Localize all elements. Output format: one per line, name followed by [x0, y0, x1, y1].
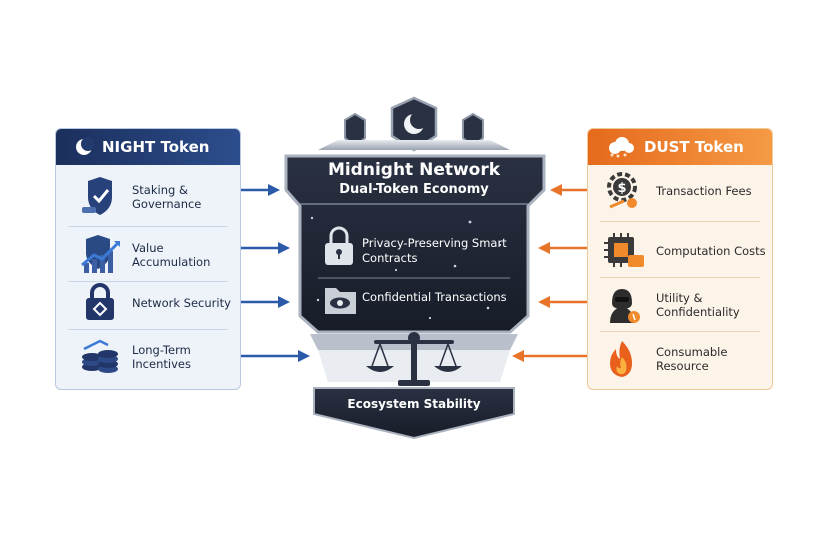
night-item-label: Long-Term Incentives [132, 343, 191, 371]
feature-privacy-label: Privacy-Preserving Smart Contracts [362, 236, 512, 266]
dust-item-label: Consumable Resource [656, 345, 728, 373]
divider [600, 221, 760, 222]
dollar-gear-icon: $ [607, 172, 637, 209]
dust-item-label: Transaction Fees [656, 184, 752, 198]
divider [68, 226, 228, 227]
feature-privacy-text: Privacy-Preserving Smart Contracts [362, 236, 507, 265]
folder-eye-icon [325, 288, 356, 314]
divider [600, 277, 760, 278]
dust-cloud-icon [609, 137, 634, 158]
dust-item-computation: Computation Costs [588, 223, 772, 279]
flame-icon [610, 341, 632, 377]
night-token-panel: NIGHT Token Staking & Governance Value A… [55, 128, 241, 390]
night-item-security: Network Security [56, 275, 240, 331]
balance-scale-icon [366, 332, 462, 386]
center-title: Midnight Network [327, 160, 501, 180]
feature-confidential-label: Confidential Transactions [362, 290, 507, 304]
divider [600, 331, 760, 332]
dust-item-utility: Utility & Confidentiality [588, 277, 772, 333]
night-item-incentives: Long-Term Incentives [56, 329, 240, 385]
night-item-label: Network Security [132, 296, 231, 310]
night-item-label: Staking & Governance [132, 183, 202, 211]
hooded-figure-icon [610, 289, 640, 323]
ecosystem-stability-label: Ecosystem Stability [347, 397, 481, 411]
dust-token-title: DUST Token [644, 138, 744, 156]
night-item-staking: Staking & Governance [56, 169, 240, 225]
growth-chart-icon [81, 235, 120, 273]
dust-item-label: Utility & Confidentiality [656, 291, 740, 319]
divider [68, 281, 228, 282]
night-token-header: NIGHT Token [56, 129, 240, 165]
dust-item-fees: $ Transaction Fees [588, 163, 772, 219]
night-item-value: Value Accumulation [56, 227, 240, 283]
dust-token-panel: DUST Token $ Transaction Fees Computatio… [587, 128, 773, 390]
shield-check-icon [82, 177, 112, 215]
svg-text:$: $ [617, 181, 626, 196]
padlock-icon [86, 283, 114, 320]
night-token-title: NIGHT Token [102, 138, 210, 156]
moon-crest-icon [390, 96, 438, 152]
dust-item-consumable: Consumable Resource [588, 331, 772, 387]
mini-shield-right [462, 112, 484, 148]
coin-stack-icon [82, 339, 118, 373]
moon-icon [76, 137, 94, 155]
dust-token-header: DUST Token [588, 129, 772, 165]
lock-icon [325, 226, 353, 265]
mini-shield-left [344, 112, 366, 148]
dust-item-label: Computation Costs [656, 244, 766, 258]
night-item-label: Value Accumulation [132, 241, 211, 269]
center-subtitle: Dual-Token Economy [339, 182, 489, 197]
cpu-chip-icon [604, 233, 644, 267]
divider [68, 329, 228, 330]
